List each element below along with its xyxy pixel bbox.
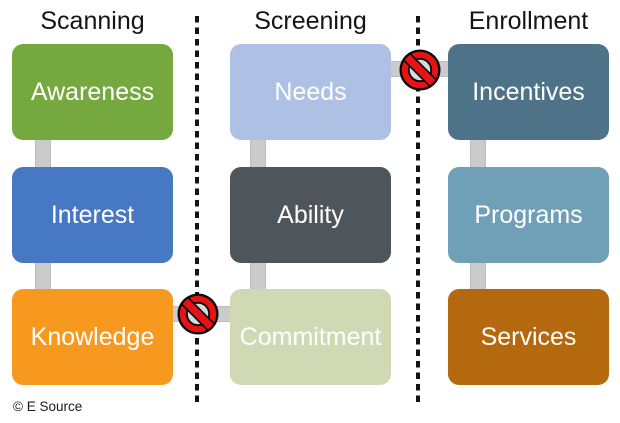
stage-box-programs: Programs — [448, 167, 609, 263]
stage-label: Programs — [474, 200, 583, 229]
stage-box-needs: Needs — [230, 44, 391, 140]
stage-label: Interest — [50, 200, 135, 229]
dashed-divider-right — [416, 16, 420, 404]
column-header-enrollment: Enrollment — [468, 7, 589, 35]
stage-box-incentives: Incentives — [448, 44, 609, 140]
connector-needs-ability — [250, 138, 266, 170]
stage-box-services: Services — [448, 289, 609, 385]
no-entry-icon — [399, 49, 441, 91]
connector-incentives-programs — [470, 138, 486, 170]
dashed-divider-left — [195, 16, 199, 404]
connector-ability-commitment — [250, 260, 266, 292]
no-entry-icon — [177, 293, 219, 335]
stage-box-ability: Ability — [230, 167, 391, 263]
stage-label: Commitment — [239, 322, 382, 351]
stage-label: Awareness — [30, 77, 155, 106]
column-header-screening: Screening — [254, 7, 367, 35]
stage-box-knowledge: Knowledge — [12, 289, 173, 385]
stage-box-commitment: Commitment — [230, 289, 391, 385]
connector-interest-knowledge — [35, 260, 51, 292]
stage-box-interest: Interest — [12, 167, 173, 263]
stage-label: Services — [480, 322, 577, 351]
connector-programs-services — [470, 260, 486, 292]
source-credit: © E Source — [13, 399, 83, 414]
stage-label: Incentives — [472, 77, 585, 106]
column-header-scanning: Scanning — [40, 7, 145, 35]
stage-box-awareness: Awareness — [12, 44, 173, 140]
stage-label: Needs — [274, 77, 347, 106]
connector-awareness-interest — [35, 138, 51, 170]
stage-label: Knowledge — [30, 322, 155, 351]
stage-label: Ability — [277, 200, 344, 229]
